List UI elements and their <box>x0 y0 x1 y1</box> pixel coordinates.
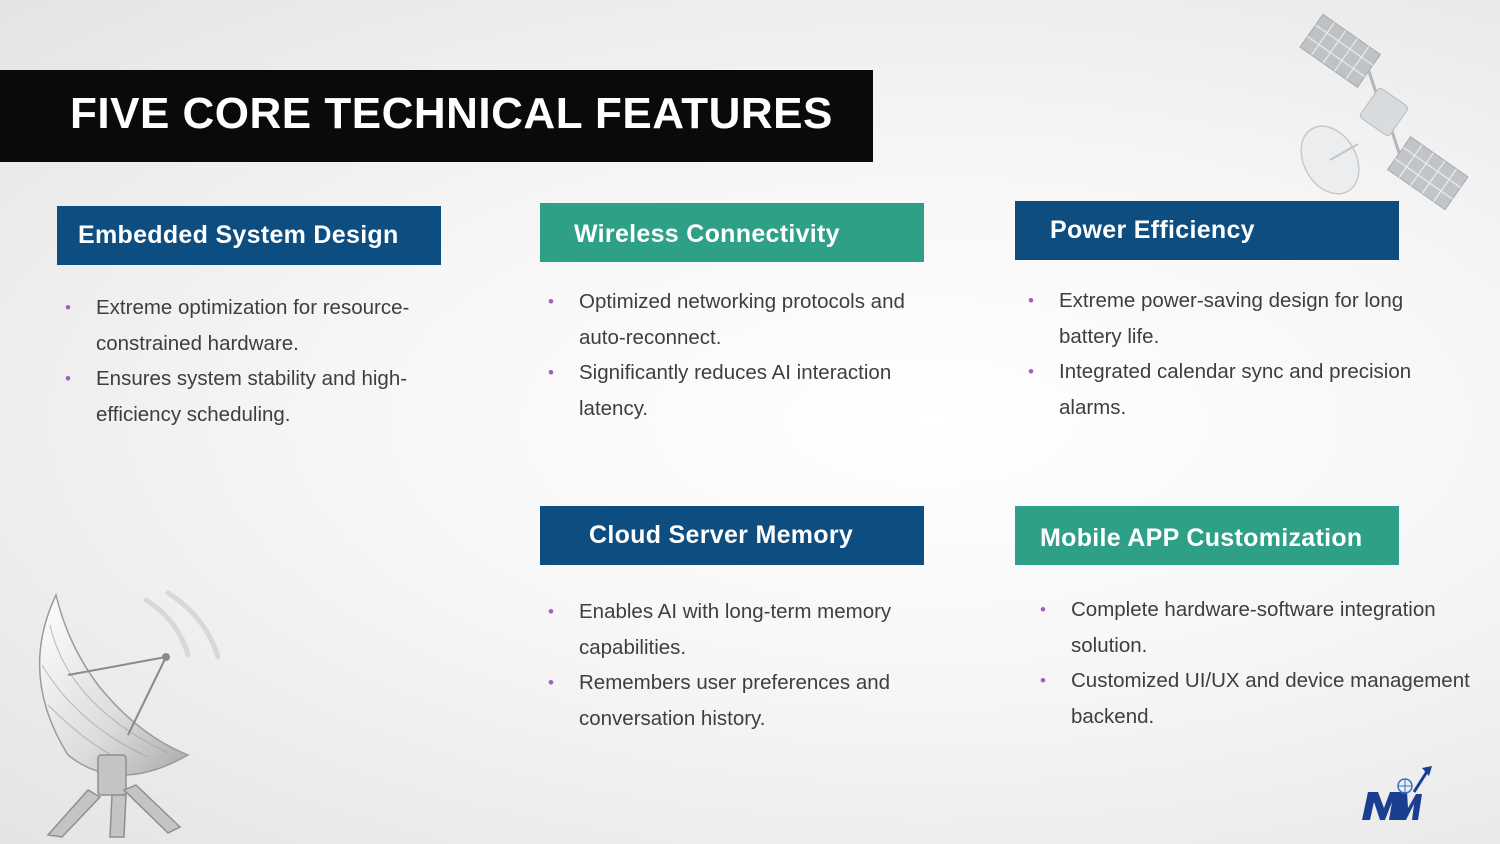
feature-title: Embedded System Design <box>78 221 399 249</box>
bullet-item: •Optimized networking protocols and auto… <box>540 284 940 355</box>
feature-cloud-server-memory: Cloud Server Memory •Enables AI with lon… <box>540 506 924 730</box>
feature-header: Cloud Server Memory <box>540 506 924 565</box>
bullet-dot-icon: • <box>548 363 554 382</box>
bullet-item: •Extreme power-saving design for long ba… <box>1020 283 1440 354</box>
feature-header: Mobile APP Customization <box>1015 506 1399 565</box>
feature-bullet-list: •Extreme power-saving design for long ba… <box>1020 283 1440 425</box>
feature-title: Power Efficiency <box>1050 216 1255 244</box>
feature-title: Cloud Server Memory <box>589 521 854 549</box>
feature-bullet-list: •Extreme optimization for resource-const… <box>57 290 457 432</box>
feature-embedded-system-design: Embedded System Design •Extreme optimiza… <box>57 206 441 426</box>
mw-logo-icon <box>1362 766 1432 820</box>
bullet-item: •Extreme optimization for resource-const… <box>57 290 457 361</box>
bullet-item: •Ensures system stability and high-effic… <box>57 361 457 432</box>
feature-bullet-list: •Complete hardware-software integration … <box>1032 592 1482 734</box>
slide-title: FIVE CORE TECHNICAL FEATURES <box>70 89 833 138</box>
feature-header: Power Efficiency <box>1015 201 1399 260</box>
title-bar: FIVE CORE TECHNICAL FEATURES <box>0 70 873 162</box>
bullet-dot-icon: • <box>65 369 71 388</box>
feature-header: Wireless Connectivity <box>540 203 924 262</box>
satellite-dish-icon <box>38 590 221 838</box>
bullet-dot-icon: • <box>1028 291 1034 310</box>
bullet-item: •Complete hardware-software integration … <box>1032 592 1482 663</box>
bullet-item: •Enables AI with long-term memory capabi… <box>540 594 940 665</box>
feature-bullet-list: •Optimized networking protocols and auto… <box>540 284 940 426</box>
feature-header: Embedded System Design <box>57 206 441 265</box>
bullet-dot-icon: • <box>1028 362 1034 381</box>
feature-title: Mobile APP Customization <box>1040 524 1363 552</box>
bullet-dot-icon: • <box>1040 671 1046 690</box>
bullet-item: •Remembers user preferences and conversa… <box>540 665 940 736</box>
bullet-dot-icon: • <box>548 602 554 621</box>
bullet-dot-icon: • <box>548 673 554 692</box>
feature-power-efficiency: Power Efficiency •Extreme power-saving d… <box>1015 201 1411 419</box>
satellite-icon <box>1299 13 1469 211</box>
bullet-item: •Customized UI/UX and device management … <box>1032 663 1482 734</box>
bullet-dot-icon: • <box>548 292 554 311</box>
feature-mobile-app-customization: Mobile APP Customization •Complete hardw… <box>1015 506 1470 728</box>
feature-title: Wireless Connectivity <box>574 220 840 248</box>
feature-wireless-connectivity: Wireless Connectivity •Optimized network… <box>540 203 924 420</box>
bullet-dot-icon: • <box>1040 600 1046 619</box>
bullet-item: •Integrated calendar sync and precision … <box>1020 354 1440 425</box>
bullet-item: •Significantly reduces AI interaction la… <box>540 355 940 426</box>
bullet-dot-icon: • <box>65 298 71 317</box>
feature-bullet-list: •Enables AI with long-term memory capabi… <box>540 594 940 736</box>
